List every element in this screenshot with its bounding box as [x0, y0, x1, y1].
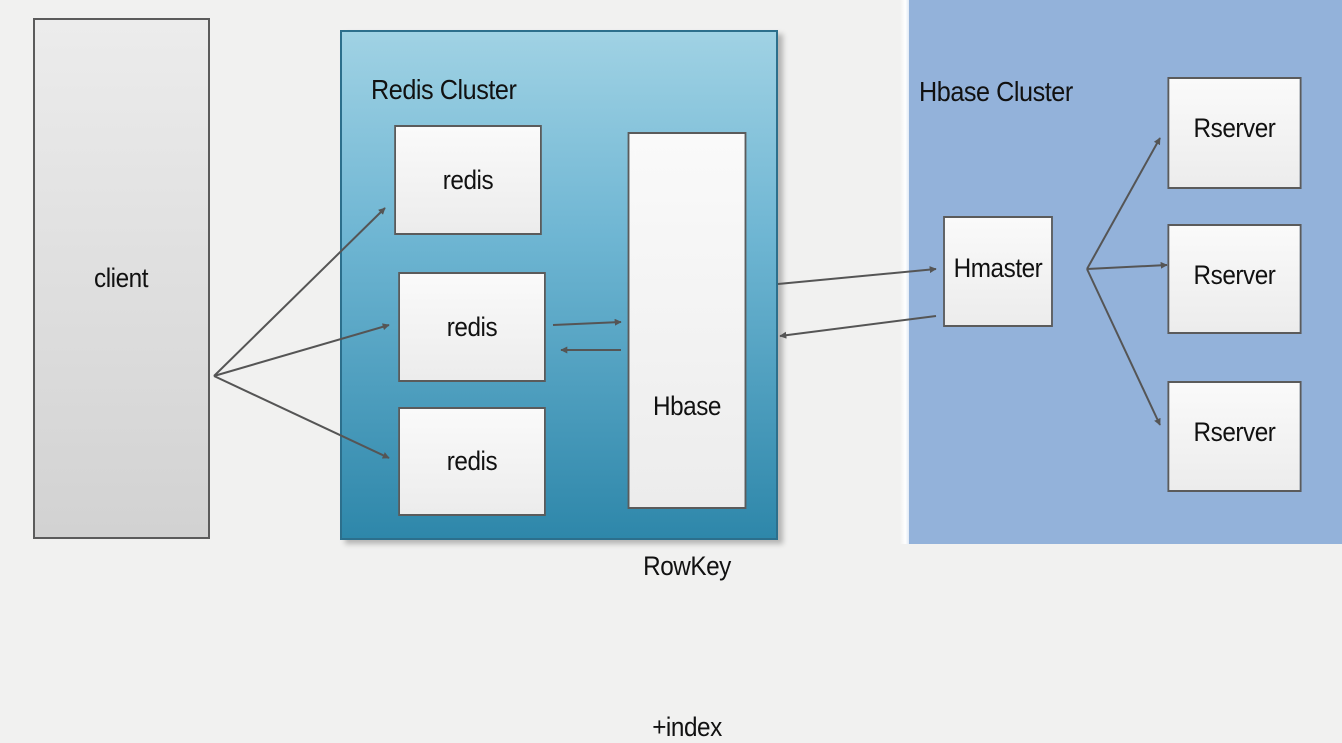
redis-node-3[interactable]: redis	[398, 407, 546, 516]
rserver-label: Rserver	[1193, 417, 1276, 447]
redis-node-label: redis	[446, 311, 498, 342]
rserver-node-3[interactable]: Rserver	[1167, 381, 1302, 492]
redis-node-1[interactable]: redis	[394, 125, 542, 235]
hbase-rowkey-index-node[interactable]: Hbase RowKey +index	[627, 132, 747, 742]
hmaster-node[interactable]: Hmaster	[943, 216, 1053, 327]
rserver-node-2[interactable]: Rserver	[1167, 224, 1302, 334]
rserver-node-1[interactable]: Rserver	[1167, 77, 1302, 189]
redis-node-label: redis	[442, 164, 494, 195]
client-label: client	[94, 263, 149, 294]
cluster-separator	[900, 0, 909, 544]
redis-node-label: redis	[446, 446, 498, 477]
redis-cluster-title: Redis Cluster	[371, 74, 517, 105]
rserver-label: Rserver	[1193, 113, 1276, 143]
rowkey-line-3: +index	[652, 711, 722, 742]
client-node[interactable]: client	[33, 18, 210, 539]
hmaster-label: Hmaster	[953, 253, 1043, 283]
rowkey-line-1: Hbase	[652, 391, 721, 421]
redis-node-2[interactable]: redis	[398, 272, 546, 382]
rowkey-line-2: RowKey	[643, 551, 731, 582]
hbase-cluster-title: Hbase Cluster	[919, 76, 1073, 107]
rserver-label: Rserver	[1193, 260, 1276, 290]
